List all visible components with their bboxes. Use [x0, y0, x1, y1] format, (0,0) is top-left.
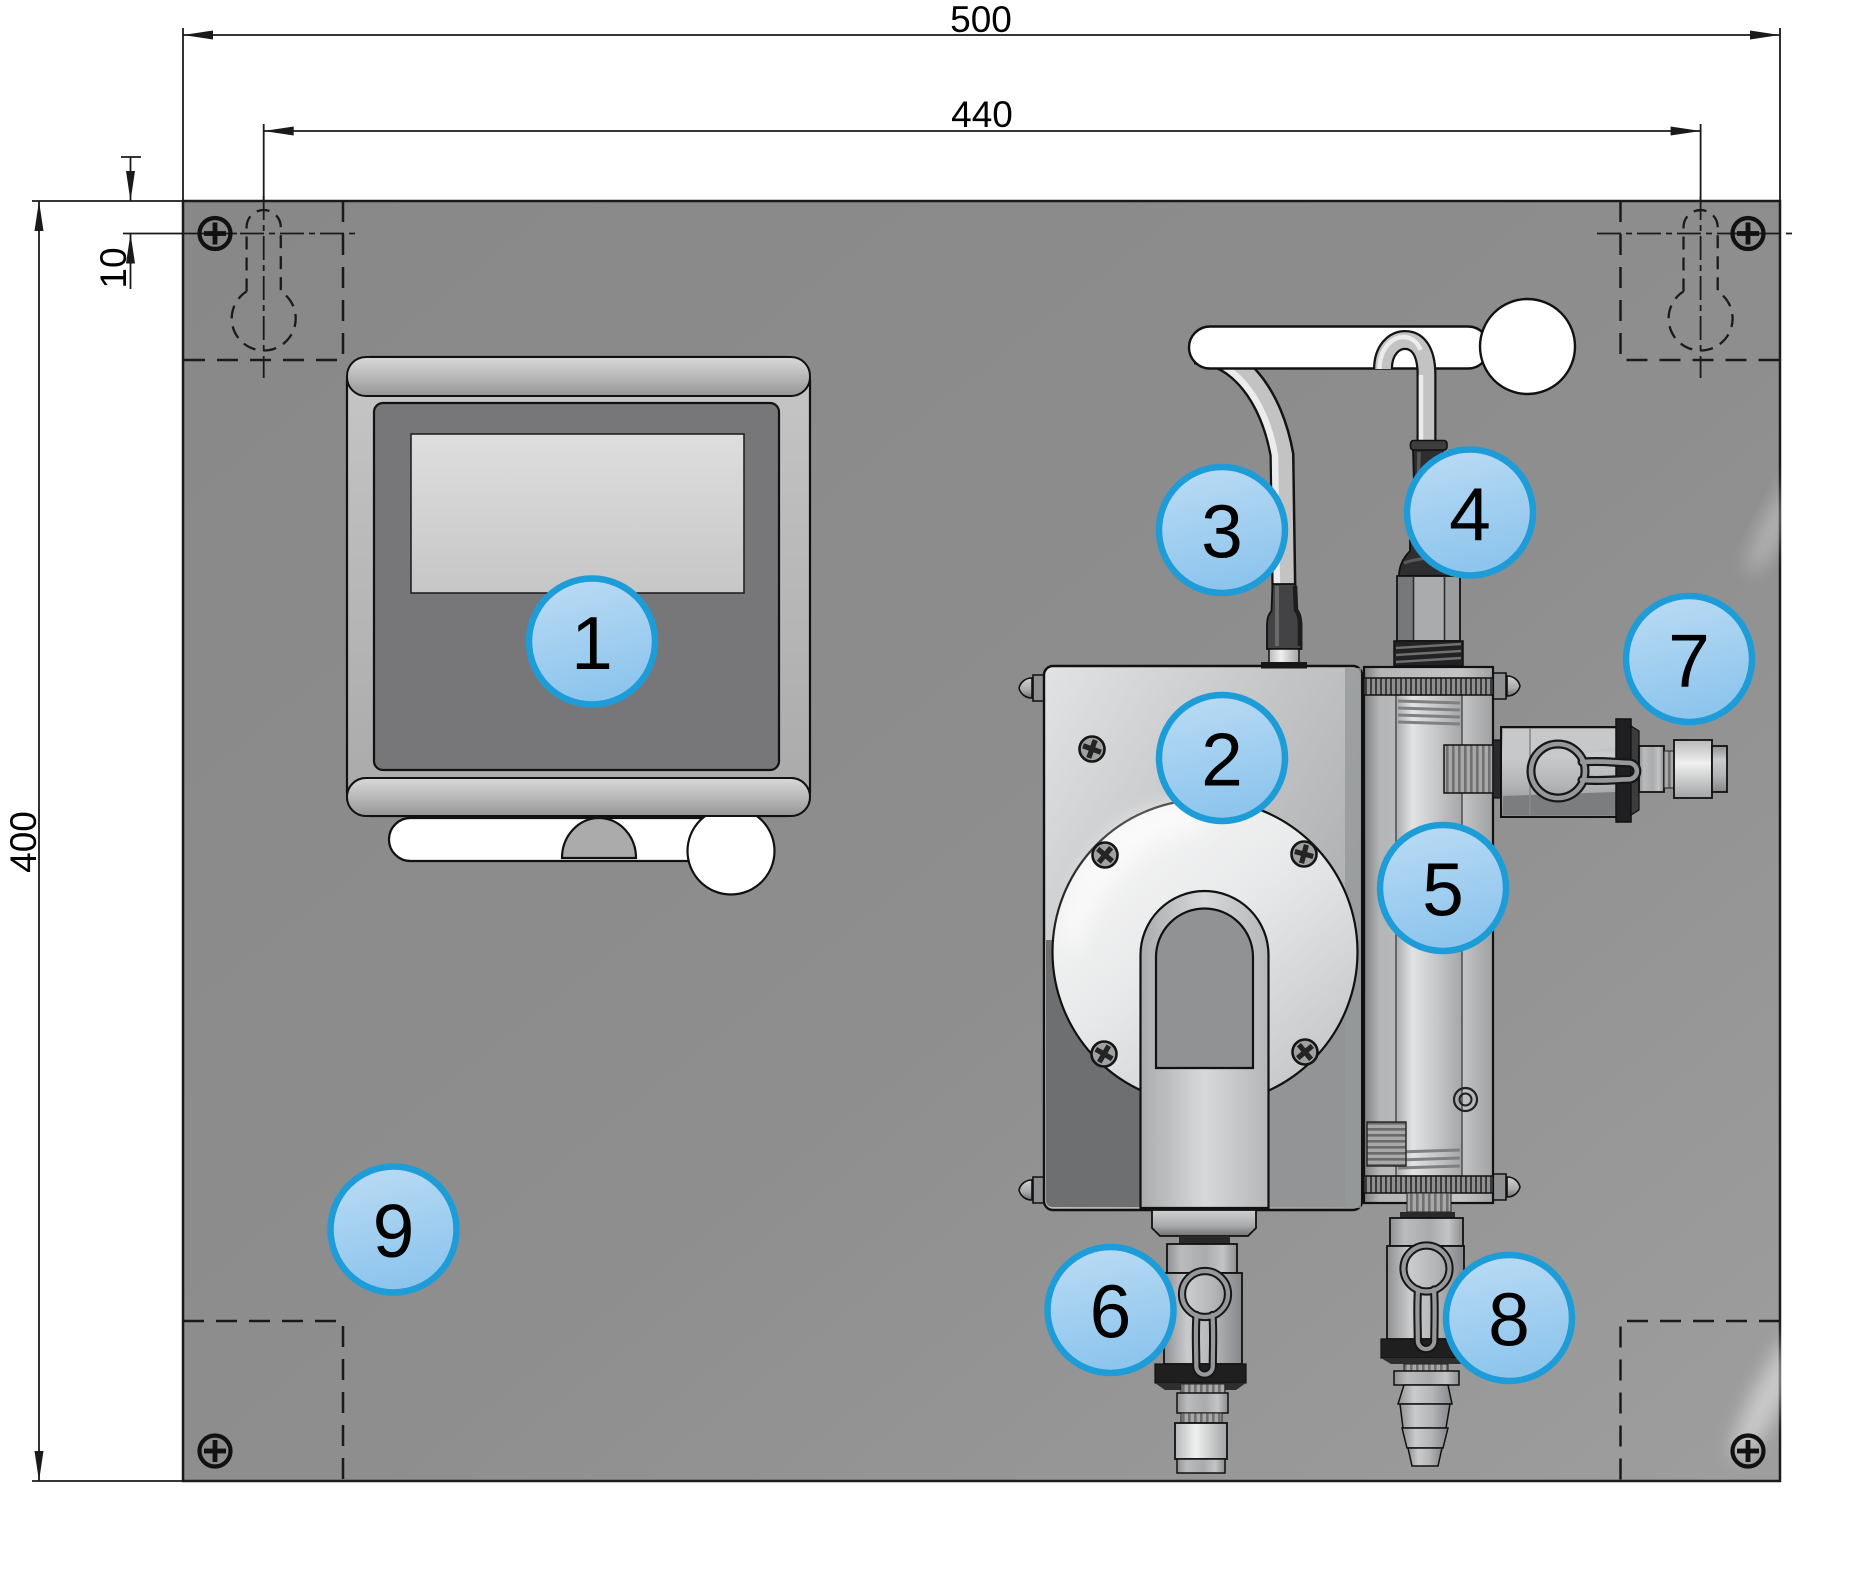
svg-text:6: 6 [1090, 1270, 1132, 1354]
svg-text:9: 9 [373, 1189, 415, 1273]
svg-text:440: 440 [951, 94, 1013, 135]
svg-text:1: 1 [571, 601, 613, 685]
svg-text:3: 3 [1201, 490, 1243, 574]
svg-text:5: 5 [1422, 848, 1464, 932]
svg-text:2: 2 [1201, 718, 1243, 802]
svg-text:500: 500 [950, 0, 1012, 40]
svg-text:10: 10 [93, 247, 134, 288]
svg-text:7: 7 [1668, 619, 1710, 703]
svg-text:400: 400 [3, 811, 44, 873]
svg-text:8: 8 [1488, 1278, 1530, 1362]
svg-text:4: 4 [1449, 472, 1491, 556]
